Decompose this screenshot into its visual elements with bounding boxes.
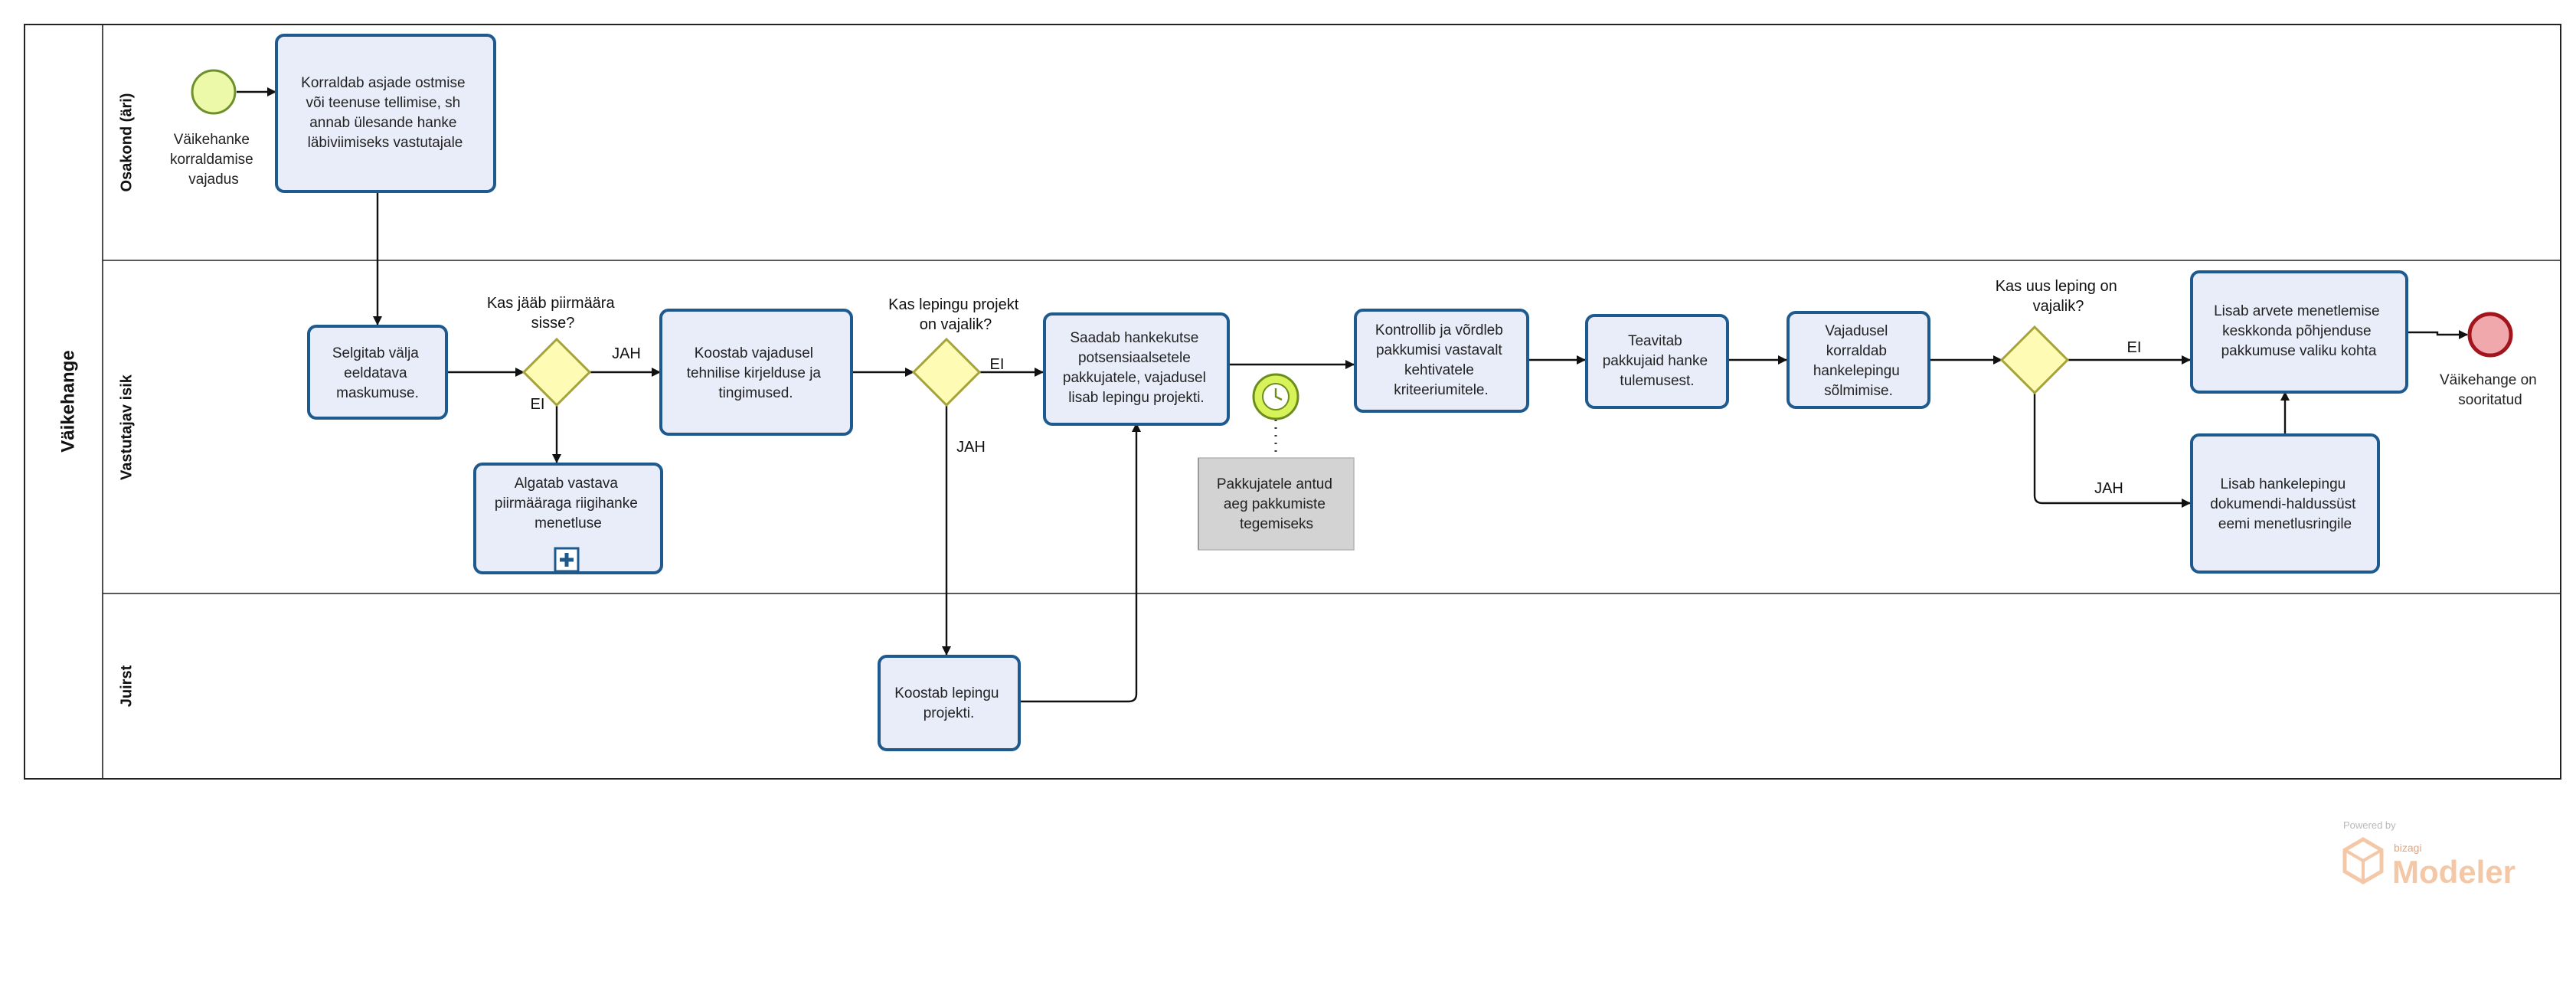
- flow-label-g1-no: EI: [531, 396, 545, 413]
- gateway-g2[interactable]: Kas lepingu projekt on vajalik?: [888, 296, 1023, 407]
- modeler-label: Modeler: [2392, 854, 2516, 890]
- pool-title: Väikehange: [57, 350, 78, 452]
- task-t7[interactable]: Kontrollib ja võrdleb pakkumisi vastaval…: [1354, 309, 1529, 413]
- flow-t11-to-end: [2407, 330, 2468, 339]
- flow-label-g3-yes: JAH: [2094, 480, 2123, 497]
- subprocess-plus-icon[interactable]: [554, 547, 580, 573]
- gateway-label: Kas jääb piirmäära sisse?: [487, 295, 619, 332]
- gateway-label: Kas lepingu projekt on vajalik?: [888, 296, 1023, 333]
- start-event[interactable]: Väikehanke korraldamise vajadus: [170, 69, 257, 188]
- task-label: Koostab vajadusel tehnilise kirjelduse j…: [687, 345, 825, 401]
- task-label: Koostab lepingu projekti.: [894, 685, 1003, 721]
- gateway-label: Kas uus leping on vajalik?: [1996, 278, 2122, 315]
- flow-t5-to-t6: [1018, 423, 1141, 703]
- task-t2[interactable]: Selgitab välja eeldatava maskumuse.: [307, 325, 448, 420]
- task-label: Korraldab asjade ostmise või teenuse tel…: [301, 75, 469, 151]
- task-label: Lisab arvete menetlemise keskkonda põhje…: [2214, 303, 2384, 359]
- end-event-circle: [2467, 312, 2513, 358]
- task-box: [473, 463, 663, 574]
- end-event[interactable]: Väikehange on sooritatud: [2440, 312, 2541, 408]
- task-label: Algatab vastava piirmääraga riigihanke m…: [495, 476, 642, 531]
- task-box: [307, 325, 448, 420]
- gateway-diamond: [911, 337, 982, 407]
- gateway-diamond: [521, 337, 592, 407]
- lane-title-juirst: Juirst: [118, 665, 135, 707]
- task-label: Vajadusel korraldab hankelepingu sõlmimi…: [1813, 323, 1904, 399]
- task-t5[interactable]: Koostab lepingu projekti.: [878, 655, 1021, 751]
- pool-border: [24, 24, 2561, 780]
- annotation-label: Pakkujatele antud aeg pakkumiste tegemis…: [1217, 476, 1336, 532]
- task-box: [1354, 309, 1529, 413]
- text-annotation[interactable]: Pakkujatele antud aeg pakkumiste tegemis…: [1198, 457, 1355, 551]
- task-label: Lisab hankelepingu dokumendi-haldussüst …: [2210, 476, 2359, 532]
- task-box: [1043, 312, 1230, 426]
- task-box: [2190, 433, 2380, 574]
- task-label: Selgitab välja eeldatava maskumuse.: [332, 345, 423, 401]
- sequence-flows: [237, 87, 2468, 703]
- flow-label-g3-no: EI: [2127, 339, 2142, 356]
- flow-g3-to-t10: [2033, 393, 2191, 508]
- task-label: Kontrollib ja võrdleb pakkumisi vastaval…: [1375, 322, 1507, 398]
- lane-title-vastutajav: Vastutajav isik: [118, 374, 135, 480]
- task-t4[interactable]: Koostab vajadusel tehnilise kirjelduse j…: [659, 309, 853, 436]
- bizagi-branding: Powered by bizagi Modeler: [2342, 819, 2516, 890]
- task-box: [659, 309, 853, 436]
- flow-label-g2-no: EI: [990, 356, 1005, 373]
- timer-event[interactable]: [1252, 373, 1299, 420]
- task-t1[interactable]: Korraldab asjade ostmise või teenuse tel…: [275, 34, 496, 193]
- task-box: [1585, 314, 1729, 409]
- task-t9[interactable]: Vajadusel korraldab hankelepingu sõlmimi…: [1787, 311, 1930, 409]
- task-box: [1787, 311, 1930, 409]
- bizagi-label: bizagi: [2394, 842, 2422, 854]
- task-box: [878, 655, 1021, 751]
- task-label: Teavitab pakkujaid hanke tulemusest.: [1603, 333, 1712, 389]
- start-event-label: Väikehanke korraldamise vajadus: [170, 132, 257, 188]
- end-event-label: Väikehange on sooritatud: [2440, 372, 2541, 408]
- gateway-g1[interactable]: Kas jääb piirmäära sisse?: [487, 295, 619, 407]
- task-t10[interactable]: Lisab hankelepingu dokumendi-haldussüst …: [2190, 433, 2380, 574]
- bizagi-logo-icon: [2342, 837, 2384, 884]
- powered-by-label: Powered by: [2343, 819, 2396, 831]
- task-box: [275, 34, 496, 193]
- gateway-g3[interactable]: Kas uus leping on vajalik?: [1996, 278, 2122, 395]
- task-t6[interactable]: Saadab hankekutse potsensiaalsetele pakk…: [1043, 312, 1230, 426]
- task-t3[interactable]: Algatab vastava piirmääraga riigihanke m…: [473, 463, 663, 574]
- annotation-box: [1198, 457, 1355, 551]
- task-label: Saadab hankekutse potsensiaalsetele pakk…: [1063, 330, 1210, 406]
- task-box: [2190, 270, 2408, 394]
- lane-title-osakond: Osakond (äri): [118, 93, 135, 192]
- gateway-diamond: [1999, 325, 2070, 395]
- flow-label-g2-yes: JAH: [956, 439, 986, 456]
- flow-label-g1-yes: JAH: [612, 345, 641, 362]
- start-event-circle: [191, 69, 237, 115]
- task-t11[interactable]: Lisab arvete menetlemise keskkonda põhje…: [2190, 270, 2408, 394]
- task-t8[interactable]: Teavitab pakkujaid hanke tulemusest.: [1585, 314, 1729, 409]
